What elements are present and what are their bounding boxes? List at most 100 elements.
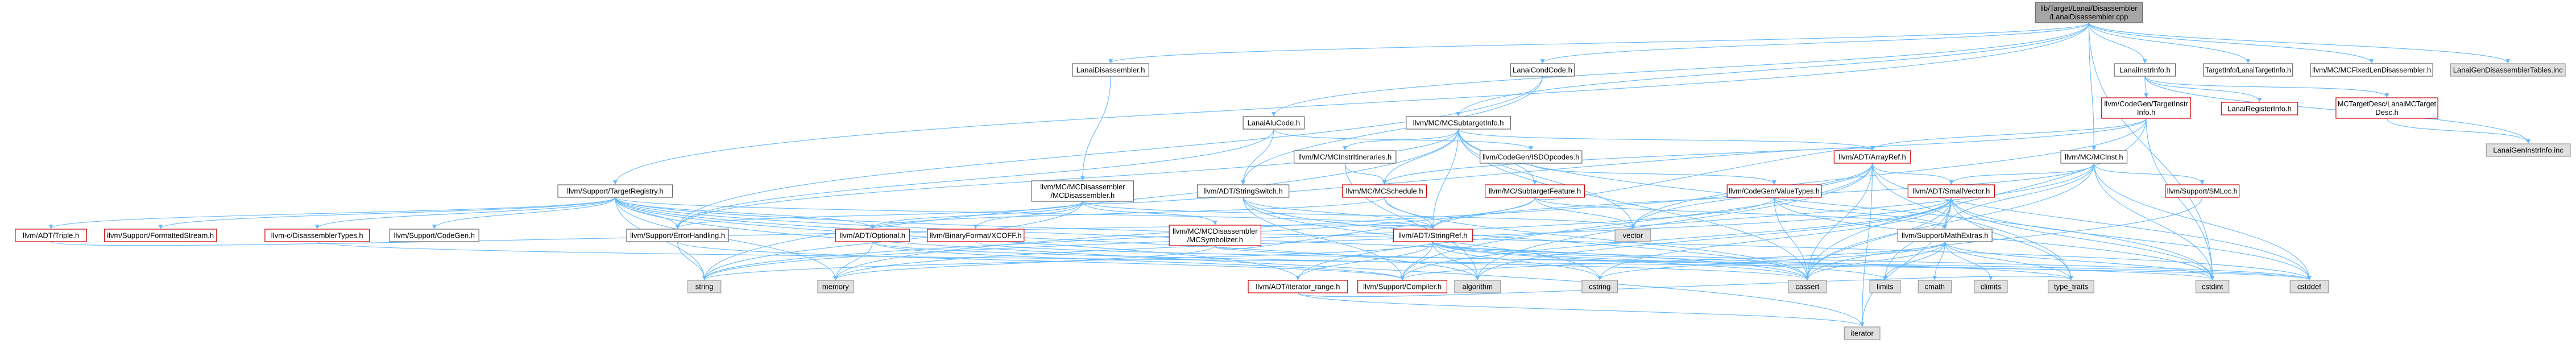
node-lanairegs: LanaiRegisterInfo.h [2221,102,2298,115]
node-label: cmath [1925,283,1945,291]
edge-root-to-mcsti [1456,22,2089,117]
node-label: llvm/MC/MCSchedule.h [1346,187,1423,196]
node-supcodegen[interactable]: llvm/Support/CodeGen.h [389,229,479,242]
node-label: string [695,283,714,291]
node-fmtstream: llvm/Support/FormattedStream.h [104,229,217,242]
node-box [1726,184,1822,198]
edge-mcsti-to-stringref [1430,129,1459,229]
node-mathextras[interactable]: llvm/Support/MathExtras.h [1897,229,1993,242]
node-root[interactable]: lib/Target/Lanai/Disassembler/LanaiDisas… [2035,2,2143,23]
node-box [2048,280,2094,293]
node-lanaiinstr[interactable]: LanaiInstrInfo.h [2114,63,2176,77]
node-label: llvm/Support/CodeGen.h [394,231,475,240]
edge-root-to-lanaialu [1272,22,2089,117]
node-label: llvm/Support/SMLoc.h [2167,187,2238,196]
node-box [687,280,722,293]
node-label: llvm/ADT/StringRef.h [1398,231,1467,240]
edge-iterrange-to-iterator [1297,292,1865,327]
node-box [2035,2,2143,23]
node-label: LanaiRegisterInfo.h [2227,105,2292,113]
edge-root-to-gentables [2088,22,2510,64]
edge-targetreg-to-supcodegen [432,197,616,229]
edge-smallvec-to-cstring [1597,197,1952,280]
node-label: memory [822,283,849,291]
node-label: llvm/ADT/iterator_range.h [1256,283,1340,291]
node-subfeat: llvm/MC/SubtargetFeature.h [1485,184,1585,198]
node-box [2221,102,2298,115]
node-errhandling[interactable]: llvm/Support/ErrorHandling.h [626,229,729,242]
edge-stringref-to-cstring [1432,241,1602,280]
edge-smallvec-to-compiler [1400,197,1952,280]
edge-mcdesc-to-geninstrinfo [2386,118,2531,144]
node-iterrange: llvm/ADT/iterator_range.h [1248,280,1348,293]
node-box [104,229,217,242]
edge-cdistypes-to-cstddef [317,241,2311,280]
node-mcdis[interactable]: llvm/MC/MCDisassembler/MCDisassembler.h [1031,180,1134,202]
node-optional: llvm/ADT/Optional.h [835,229,910,242]
node-mcinst[interactable]: llvm/MC/MCInst.h [2060,150,2128,164]
edge-stringref-to-limits [1432,241,1887,280]
node-compiler: llvm/Support/Compiler.h [1357,280,1448,293]
node-box [1917,280,1952,293]
edge-smloc-to-cassert [1805,197,2203,280]
edge-mathextras-to-cmath [1932,241,1945,280]
edge-mcdis-to-optional [870,201,1083,229]
node-box [2165,184,2240,198]
edge-lanaicond-to-errhandling [675,76,1543,229]
node-label: cstddef [2297,283,2321,291]
node-stringswitch[interactable]: llvm/ADT/StringSwitch.h [1196,184,1290,198]
node-label: limits [1877,283,1894,291]
node-lanaialu[interactable]: LanaiAluCode.h [1243,116,1305,130]
node-box [1243,116,1305,130]
node-box [2203,63,2293,77]
edge-stringref-to-typetraits [1432,241,2073,280]
node-box [264,229,370,242]
edge-codegen_tii-to-vector [1630,118,2147,229]
edge-smallvec-to-iterator [1859,197,1952,327]
edge-optional-to-compiler [872,241,1405,280]
node-targetreg[interactable]: llvm/Support/TargetRegistry.h [557,184,673,198]
node-mcinstrit[interactable]: llvm/MC/MCInstrItineraries.h [1294,150,1397,164]
edge-arrayref-to-smallvec [1872,163,1954,185]
node-label: MCTargetDesc/LanaiMCTarget [2338,100,2437,108]
edge-stringswitch-to-compiler [1243,197,1405,280]
node-box [2335,97,2438,119]
node-lanaidis_h[interactable]: LanaiDisassembler.h [1072,63,1149,77]
edge-arrayref-to-algorithm [1475,163,1873,280]
node-box [1907,184,1995,198]
node-box [2060,150,2128,164]
edge-targetreg-to-triple [48,197,616,229]
node-box [835,229,910,242]
edge-codegen_tii-to-cassert [1805,118,2147,280]
node-isdopc[interactable]: llvm/CodeGen/ISDOpcodes.h [1480,150,1583,164]
node-mcsti[interactable]: llvm/MC/MCSubtargetInfo.h [1406,116,1511,130]
node-label: llvm/MC/SubtargetFeature.h [1489,187,1581,196]
node-label: Info.h [2137,108,2156,117]
edge-stringref-to-iterrange [1295,241,1434,280]
node-label: climits [1981,283,2002,291]
edge-symbolizer-to-stringref [1215,225,1435,250]
node-targetinfo[interactable]: TargetInfo/LanaiTargetInfo.h [2203,63,2293,77]
node-fixedlen[interactable]: llvm/MC/MCFixedLenDisassembler.h [2310,63,2433,77]
edge-codegen_tii-to-arrayref [1870,118,2147,151]
edge-targetreg-to-iterator [615,197,1865,327]
edge-valuetypes-to-cassert [1774,197,1810,280]
edge-stringswitch-to-stringref [1243,197,1435,229]
edge-targetreg-to-errhandling [615,197,680,229]
node-lanaicond[interactable]: LanaiCondCode.h [1510,63,1575,77]
node-label: llvm/BinaryFormat/XCOFF.h [930,231,1022,240]
edge-mcinst-to-smallvec [1949,163,2094,185]
node-label: vector [1623,231,1643,240]
edge-mcinstrit-to-mcsched [1344,163,1387,185]
edge-root-to-targetreg [613,22,2089,185]
node-gentables: LanaiGenDisassemblerTables.inc [2450,63,2566,77]
node-label: Desc.h [2375,108,2398,117]
edge-subfeat-to-arrayref [1534,146,1875,200]
node-label: llvm/Support/FormattedStream.h [107,231,214,240]
node-label: LanaiAluCode.h [1248,119,1301,127]
node-box [2101,97,2192,119]
node-label: TargetInfo/LanaiTargetInfo.h [2205,66,2291,74]
edge-iterrange-to-typetraits [1297,275,2073,297]
node-box [1248,280,1348,293]
